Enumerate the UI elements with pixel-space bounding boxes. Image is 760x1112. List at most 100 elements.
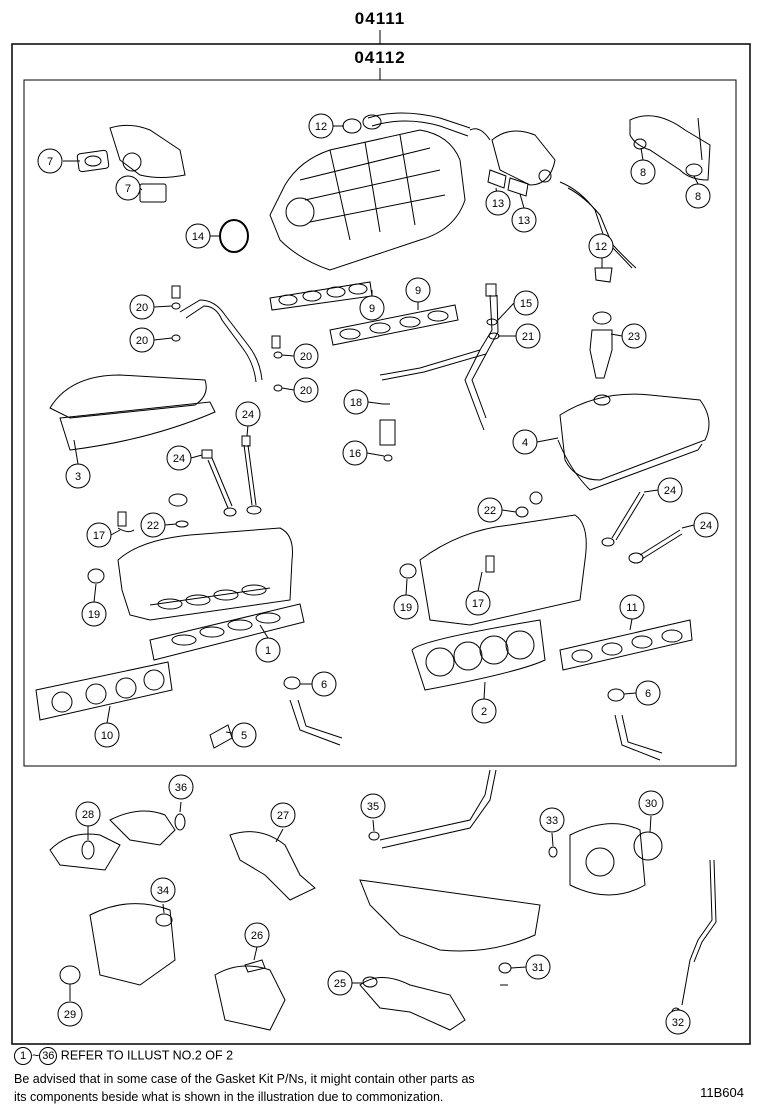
rear-seal-retainer <box>569 823 646 896</box>
callout-label: 24 <box>173 453 185 465</box>
callout-label: 28 <box>82 809 94 821</box>
egr-valve <box>491 130 556 186</box>
oil-filler <box>589 329 613 379</box>
callout-label: 30 <box>645 798 657 810</box>
gasket-9b <box>329 304 459 346</box>
callout-5 <box>231 722 257 748</box>
callout-label: 33 <box>546 815 558 827</box>
seal-30 <box>633 831 663 861</box>
callout-1 <box>255 637 281 663</box>
callout-32 <box>665 1009 691 1035</box>
outer-frame <box>11 43 751 1045</box>
dipstick-32 <box>681 859 717 1006</box>
callout-label: 26 <box>251 930 263 942</box>
callout-label: 35 <box>367 801 379 813</box>
o-ring-34 <box>155 913 173 927</box>
callout-7 <box>37 148 63 174</box>
callout-19 <box>81 601 107 627</box>
cylinder-head-left <box>117 527 293 621</box>
oil-pan <box>359 879 541 952</box>
refer-note: 1~36 REFER TO ILLUST NO.2 OF 2 <box>14 1047 233 1065</box>
gasket-7a <box>76 149 110 173</box>
callout-label: 3 <box>75 471 81 483</box>
callout-label: 20 <box>300 385 312 397</box>
callout-label: 12 <box>315 121 327 133</box>
callout-12 <box>308 113 334 139</box>
callout-28 <box>75 801 101 827</box>
head-cover-left <box>49 374 207 419</box>
callout-29 <box>57 1001 83 1027</box>
callout-label: 11 <box>626 602 637 614</box>
callout-label: 17 <box>472 598 484 610</box>
range-start-circle: 1 <box>14 1047 32 1065</box>
water-pump-27 <box>229 831 316 901</box>
callout-17 <box>86 522 112 548</box>
valve-2 <box>243 444 257 506</box>
callout-13 <box>485 190 511 216</box>
callout-label: 2 <box>481 706 487 718</box>
callout-label: 9 <box>369 303 375 315</box>
callout-20 <box>293 343 319 369</box>
callout-24 <box>235 401 261 427</box>
part-5 <box>209 724 233 749</box>
callout-7 <box>115 175 141 201</box>
oil-pump <box>214 965 286 1031</box>
head-gasket-left <box>149 603 305 661</box>
callout-23 <box>621 323 647 349</box>
callout-14 <box>185 223 211 249</box>
part-8 <box>629 115 711 181</box>
callout-label: 19 <box>88 609 100 621</box>
pipe-6b <box>614 714 663 761</box>
callout-label: 4 <box>522 437 528 449</box>
callout-label: 13 <box>492 198 504 210</box>
callout-label: 17 <box>93 530 105 542</box>
callout-label: 6 <box>645 688 651 700</box>
callout-label: 23 <box>628 331 640 343</box>
callout-15 <box>513 290 539 316</box>
gasket-7b <box>139 183 167 203</box>
intake-manifold <box>269 129 466 271</box>
callout-2 <box>471 698 497 724</box>
callout-21 <box>515 323 541 349</box>
callout-label: 9 <box>415 285 421 297</box>
callout-label: 7 <box>125 183 131 195</box>
callout-labels: 7 7 12 12 13 13 8 8 14 9 9 20 20 20 20 1… <box>47 121 712 1029</box>
callout-label: 8 <box>695 191 701 203</box>
leader-lines <box>63 125 699 1017</box>
callout-9 <box>405 277 431 303</box>
callout-24 <box>166 445 192 471</box>
refer-text: REFER TO ILLUST NO.2 OF 2 <box>60 1048 234 1063</box>
callout-label: 24 <box>242 409 254 421</box>
callout-label: 6 <box>321 679 327 691</box>
valve-3 <box>611 491 645 541</box>
callout-label: 32 <box>672 1017 684 1029</box>
callout-label: 1 <box>265 645 271 657</box>
callout-11 <box>619 594 645 620</box>
callout-9 <box>359 295 385 321</box>
callout-label: 15 <box>520 298 532 310</box>
callout-22 <box>477 497 503 523</box>
callout-6 <box>635 680 661 706</box>
callout-4 <box>512 429 538 455</box>
callout-25 <box>327 970 353 996</box>
callout-33 <box>539 807 565 833</box>
range-end-circle: 36 <box>39 1047 58 1065</box>
callout-label: 24 <box>664 485 676 497</box>
front-cover <box>89 903 176 986</box>
callout-8 <box>630 159 656 185</box>
callout-label: 20 <box>136 302 148 314</box>
callout-12 <box>588 233 614 259</box>
gasket-13a <box>487 169 507 189</box>
cylinder-head-right <box>419 514 587 626</box>
callout-label: 18 <box>350 397 362 409</box>
callout-label: 20 <box>300 351 312 363</box>
callout-24 <box>693 512 719 538</box>
advice-line-1: Be advised that in some case of the Gask… <box>14 1072 475 1086</box>
callout-18 <box>343 389 369 415</box>
kit-number-outer: 04111 <box>355 9 405 28</box>
callout-27 <box>270 802 296 828</box>
timing-cover-left <box>49 833 121 871</box>
callout-30 <box>638 790 664 816</box>
kit-number-inner: 04112 <box>354 48 405 67</box>
throttle-part <box>109 124 186 178</box>
